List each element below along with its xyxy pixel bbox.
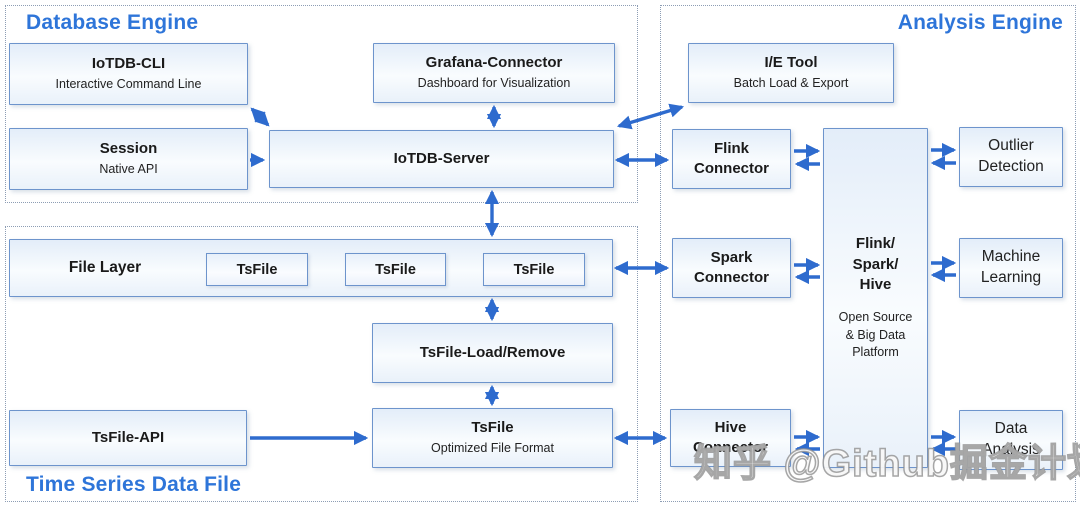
iotdb-cli-box: IoTDB-CLI Interactive Command Line [9,43,248,105]
grafana-connector-label: Grafana-Connector [425,54,563,72]
ie-tool-box: I/E Tool Batch Load & Export [688,43,894,103]
tsfile-label: TsFile [471,419,514,437]
tsfile-api-label: TsFile-API [91,428,165,446]
ie-tool-label: I/E Tool [764,54,818,72]
file-layer-label: File Layer [68,259,142,276]
tsfile-sublabel: Optimized File Format [431,441,554,456]
iotdb-cli-label: IoTDB-CLI [91,55,166,73]
ie-tool-sublabel: Batch Load & Export [733,76,849,91]
tsfile-chip-1: TsFile [206,253,308,286]
iotdb-server-label: IoTDB-Server [393,149,490,167]
data-analysis-box: Data Analysis [959,410,1063,470]
platform-sublabel: Open Source & Big Data Platform [838,310,913,360]
grafana-connector-sublabel: Dashboard for Visualization [417,76,571,91]
tsfile-api-box: TsFile-API [9,410,247,466]
tsfile-box: TsFile Optimized File Format [372,408,613,468]
tsfile-chip-3: TsFile [483,253,585,286]
tsfile-chip-2: TsFile [345,253,446,286]
outlier-detection-label: Outlier Detection [978,137,1044,175]
session-box: Session Native API [9,128,248,190]
machine-learning-label: Machine Learning [980,248,1042,286]
iotdb-cli-sublabel: Interactive Command Line [55,77,202,92]
data-analysis-label: Data Analysis [982,420,1040,458]
platform-box: Flink/ Spark/ Hive Open Source & Big Dat… [823,128,928,468]
platform-label: Flink/ Spark/ Hive [852,235,899,293]
flink-connector-label: Flink Connector [694,139,769,177]
file-layer-box: File Layer TsFile TsFile TsFile [9,239,613,297]
time-series-data-file-title: Time Series Data File [26,473,242,496]
outlier-detection-box: Outlier Detection [959,127,1063,187]
spark-connector-box: Spark Connector [672,238,791,298]
grafana-connector-box: Grafana-Connector Dashboard for Visualiz… [373,43,615,103]
machine-learning-box: Machine Learning [959,238,1063,298]
hive-connector-label: Hive Connector [693,418,768,456]
iotdb-server-box: IoTDB-Server [269,130,614,188]
session-label: Session [99,140,158,158]
spark-connector-label: Spark Connector [694,248,769,286]
analysis-engine-title: Analysis Engine [897,11,1063,34]
tsfile-load-remove-box: TsFile-Load/Remove [372,323,613,383]
watermark-text: 知乎 @Github掘金计划 [693,442,1080,486]
tsfile-load-remove-label: TsFile-Load/Remove [419,343,566,361]
flink-connector-box: Flink Connector [672,129,791,189]
session-sublabel: Native API [99,162,158,177]
database-engine-title: Database Engine [26,11,199,34]
hive-connector-box: Hive Connector [670,409,791,467]
